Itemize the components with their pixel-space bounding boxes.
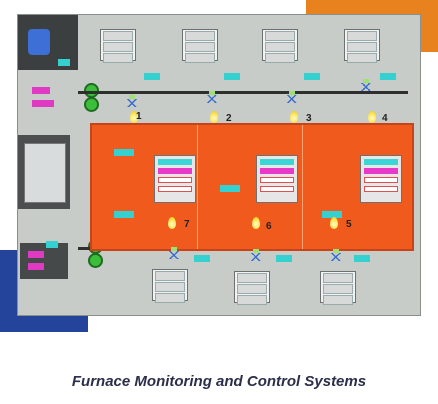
left-indicator-5 [28, 263, 44, 270]
burner-control-box-7[interactable] [152, 269, 188, 303]
flame-icon-2 [210, 111, 218, 123]
zone-number-4: 4 [382, 113, 388, 124]
burner-control-box-3[interactable] [262, 29, 298, 63]
valve-icon-bottom-6[interactable] [250, 249, 262, 261]
burner-control-box-5[interactable] [320, 271, 356, 305]
valve-icon-top-3[interactable] [286, 91, 298, 103]
valve-icon-top-4[interactable] [360, 79, 372, 91]
zone-panel-2[interactable] [256, 155, 298, 203]
valve-icon-bottom-7[interactable] [168, 247, 180, 259]
hmi-screen-photo: 1 2 3 4 7 6 5 [17, 14, 421, 316]
valve-icon-top-2[interactable] [206, 91, 218, 103]
zone-number-1: 1 [136, 111, 142, 122]
zone-number-7: 7 [184, 219, 190, 230]
burner-control-box-6[interactable] [234, 271, 270, 305]
storage-tank-icon [28, 29, 50, 55]
pump-icon-top-2[interactable] [84, 97, 99, 112]
left-indicator-3 [58, 59, 70, 66]
flame-icon-4 [368, 111, 376, 123]
left-indicator-2 [32, 100, 54, 107]
flame-icon-6 [252, 217, 260, 229]
burner-control-box-1[interactable] [100, 29, 136, 63]
valve-icon-top-1[interactable] [126, 95, 138, 107]
figure-caption: Furnace Monitoring and Control Systems [71, 373, 367, 390]
status-tag-top-3 [304, 73, 320, 80]
flame-icon-7 [168, 217, 176, 229]
status-tag-bottom-1 [194, 255, 210, 262]
flame-icon-1 [130, 111, 138, 123]
furnace-temp-tag-2 [114, 211, 134, 218]
zone-panel-1[interactable] [154, 155, 196, 203]
zone-panel-3[interactable] [360, 155, 402, 203]
furnace-temp-tag-3 [220, 185, 240, 192]
left-bottom-panel [20, 243, 68, 279]
left-indicator-1 [32, 87, 50, 94]
furnace-temp-tag-1 [114, 149, 134, 156]
valve-icon-bottom-5[interactable] [330, 249, 342, 261]
furnace-body [90, 123, 414, 251]
zone-number-6: 6 [266, 221, 272, 232]
left-middle-display [24, 143, 66, 203]
zone-number-2: 2 [226, 113, 232, 124]
status-tag-bottom-2 [276, 255, 292, 262]
zone-number-5: 5 [346, 219, 352, 230]
flame-icon-5 [330, 217, 338, 229]
pump-icon-bottom-2[interactable] [88, 253, 103, 268]
status-tag-top-1 [144, 73, 160, 80]
zone-number-3: 3 [306, 113, 312, 124]
burner-control-box-4[interactable] [344, 29, 380, 63]
flame-icon-3 [290, 111, 298, 123]
status-tag-top-4 [380, 73, 396, 80]
status-tag-top-2 [224, 73, 240, 80]
burner-control-box-2[interactable] [182, 29, 218, 63]
status-tag-bottom-3 [354, 255, 370, 262]
furnace-temp-tag-4 [322, 211, 342, 218]
left-indicator-6 [46, 241, 58, 248]
top-header-pipe [78, 91, 408, 94]
left-indicator-4 [28, 251, 44, 258]
